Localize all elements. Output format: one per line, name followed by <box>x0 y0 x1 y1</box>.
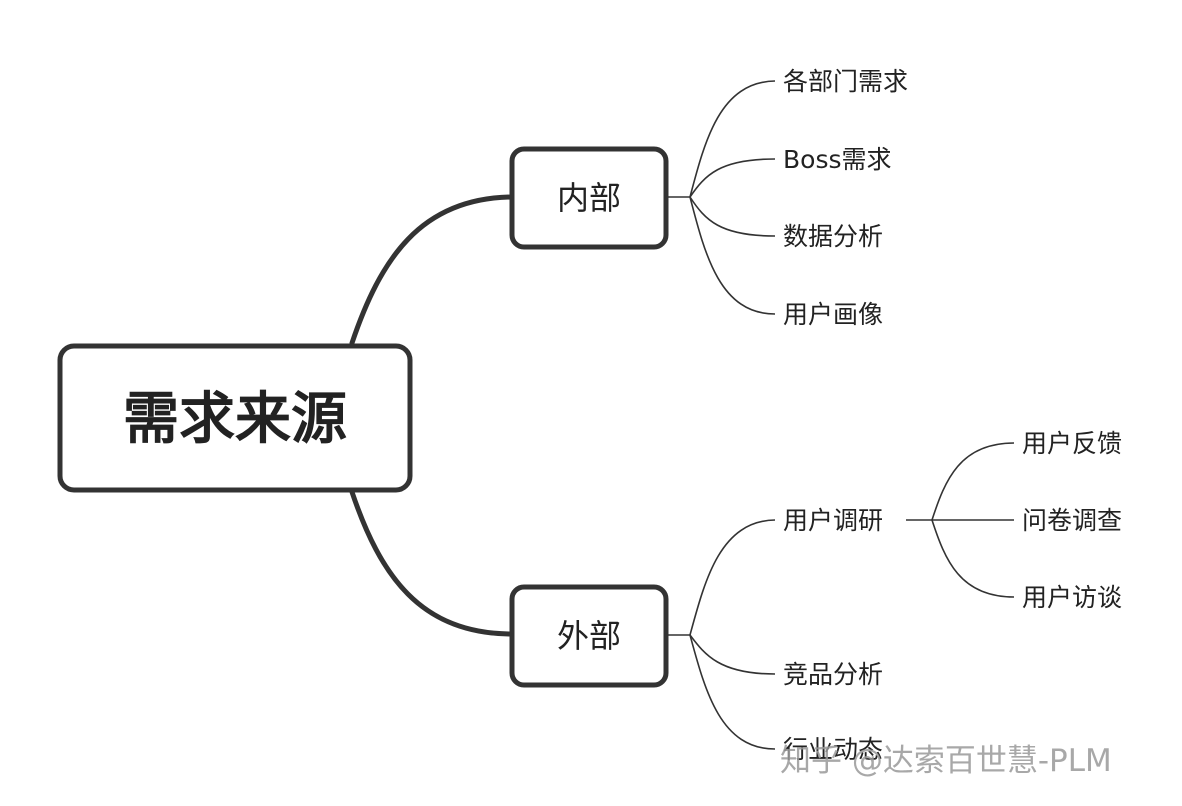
leaf-competitor-analysis: 竞品分析 <box>783 660 883 689</box>
connectors-external <box>666 519 776 750</box>
leaf-industry-trends: 行业动态 <box>783 735 883 764</box>
leaf-data-analysis: 数据分析 <box>783 222 883 251</box>
leaf-user-interview: 用户访谈 <box>1022 583 1122 612</box>
watermark-text: 知乎 @达索百世慧-PLM <box>780 743 1112 779</box>
internal-label: 内部 <box>557 179 621 217</box>
root-label: 需求来源 <box>123 387 347 452</box>
leaf-questionnaire: 问卷调查 <box>1022 506 1122 535</box>
external-label: 外部 <box>557 617 621 655</box>
leaf-dept-requirements: 各部门需求 <box>783 67 908 96</box>
internal-node: 内部 <box>509 146 669 250</box>
connector-root-internal <box>349 194 515 346</box>
leaf-user-persona: 用户画像 <box>783 300 883 329</box>
root-node: 需求来源 <box>57 343 413 493</box>
external-node: 外部 <box>509 584 669 688</box>
connectors-internal <box>666 80 776 315</box>
leaf-user-feedback: 用户反馈 <box>1022 429 1122 458</box>
connectors-research <box>906 442 1015 598</box>
leaf-boss-requirements: Boss需求 <box>783 145 892 174</box>
connector-root-external <box>349 489 515 637</box>
leaf-user-research: 用户调研 <box>783 506 883 535</box>
